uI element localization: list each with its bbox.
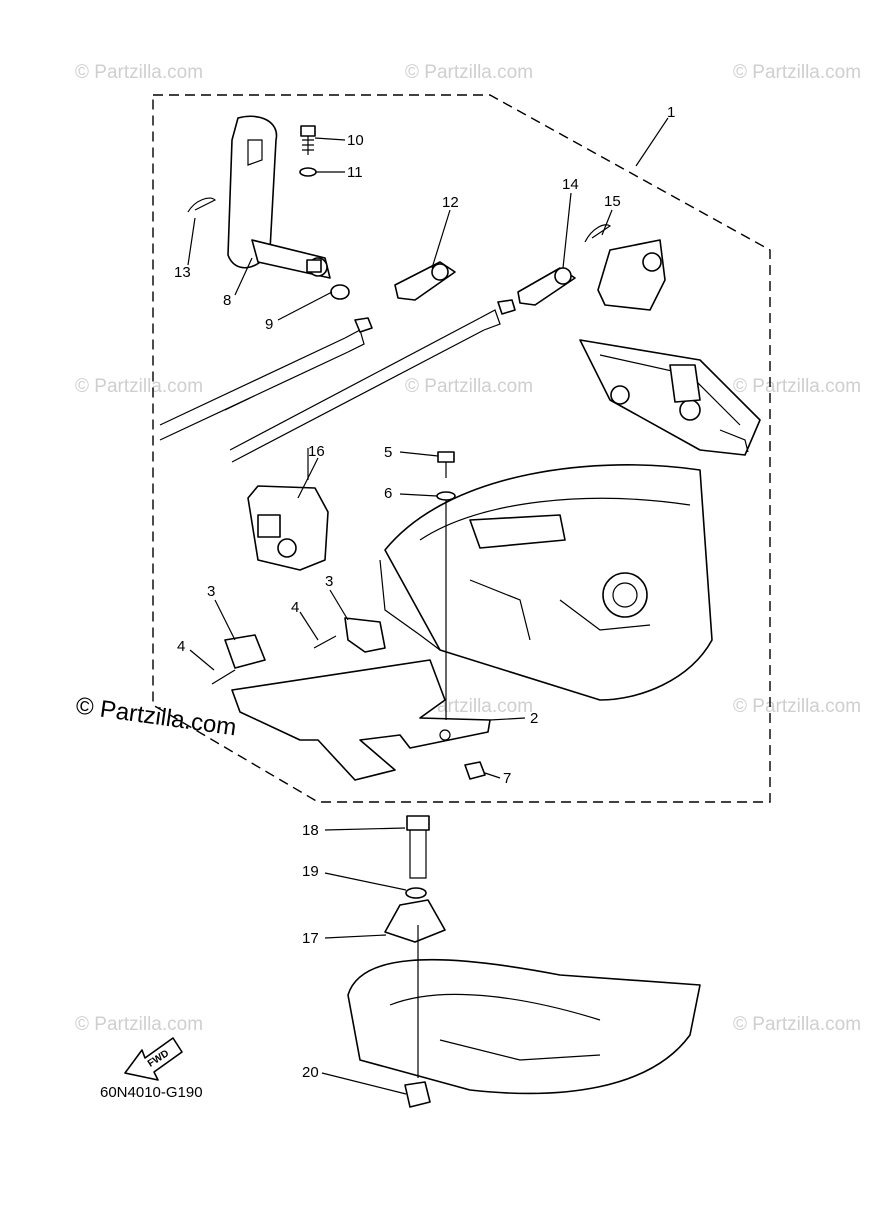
watermark: © Partzilla.com <box>75 62 203 83</box>
cable-nut <box>354 317 373 333</box>
callout-14: 14 <box>562 176 579 193</box>
callout-12: 12 <box>442 194 459 211</box>
callout-19: 19 <box>302 863 319 880</box>
callout-5: 5 <box>384 444 392 461</box>
watermark: © Partzilla.com <box>733 1014 861 1035</box>
callout-11: 11 <box>347 164 363 181</box>
watermark: © Partzilla.com <box>75 376 203 397</box>
part-18-bolt <box>406 815 430 879</box>
callout-1: 1 <box>667 104 675 121</box>
part-8-lever <box>227 115 331 279</box>
callout-15: 15 <box>604 193 621 210</box>
swivel-bracket-illustration <box>347 958 701 1095</box>
cable-nut <box>497 299 516 315</box>
watermark: © Partzilla.com <box>733 62 861 83</box>
callout-10: 10 <box>347 132 364 149</box>
callout-4: 4 <box>291 599 299 616</box>
watermark: © Partzilla.com <box>405 376 533 397</box>
callout-3: 3 <box>207 583 215 600</box>
part-19-washer <box>405 887 427 899</box>
part-4-pin-right <box>313 635 337 649</box>
callout-6: 6 <box>384 485 392 502</box>
bottom-cowling-illustration <box>379 464 713 701</box>
callout-8: 8 <box>223 292 231 309</box>
part-11-washer <box>299 167 317 177</box>
watermark: © Partzilla.com <box>75 1014 203 1035</box>
watermark: © Partzilla.com <box>733 696 861 717</box>
watermark: © Partzilla.com <box>733 376 861 397</box>
part-9-o-ring <box>330 284 350 300</box>
part-16-cover <box>247 485 329 571</box>
part-14-cable-joint <box>517 267 576 306</box>
leader-lines <box>187 117 669 1095</box>
part-6-washer <box>436 491 456 501</box>
catalog-code: 60N4010-G190 <box>100 1084 203 1101</box>
callout-18: 18 <box>302 822 319 839</box>
part-3-clamp-right <box>344 617 386 653</box>
callout-13: 13 <box>174 264 191 281</box>
part-10-bolt <box>300 125 316 155</box>
part-17-bracket <box>384 899 446 943</box>
callout-labels: 1 2 3 3 4 4 5 6 7 8 9 10 11 12 13 14 15 … <box>174 104 675 1081</box>
part-20-nut <box>404 1081 431 1108</box>
part-13-clip <box>187 197 217 213</box>
watermark-main: © Partzilla.com <box>74 692 238 741</box>
callout-3: 3 <box>325 573 333 590</box>
callout-20: 20 <box>302 1064 319 1081</box>
callout-9: 9 <box>265 316 273 333</box>
callout-2: 2 <box>530 710 538 727</box>
part-4-pin-left <box>211 669 236 685</box>
part-2-bracket <box>231 659 491 781</box>
part-5-bolt <box>437 451 455 478</box>
part-7-nut <box>464 761 486 780</box>
callout-4: 4 <box>177 638 185 655</box>
part-12-cable-joint <box>394 261 456 301</box>
part-15-clip <box>584 224 612 243</box>
watermark: © Partzilla.com <box>405 62 533 83</box>
forward-arrow-icon: FWD <box>124 1037 183 1081</box>
control-cables <box>159 309 501 463</box>
callout-17: 17 <box>302 930 319 947</box>
assembly-boundary <box>152 94 771 803</box>
shift-linkage-illustration <box>579 339 761 456</box>
part-3-clamp-left <box>224 634 266 669</box>
shift-arm-illustration <box>597 239 666 311</box>
callout-7: 7 <box>503 770 511 787</box>
callout-16: 16 <box>308 443 325 460</box>
